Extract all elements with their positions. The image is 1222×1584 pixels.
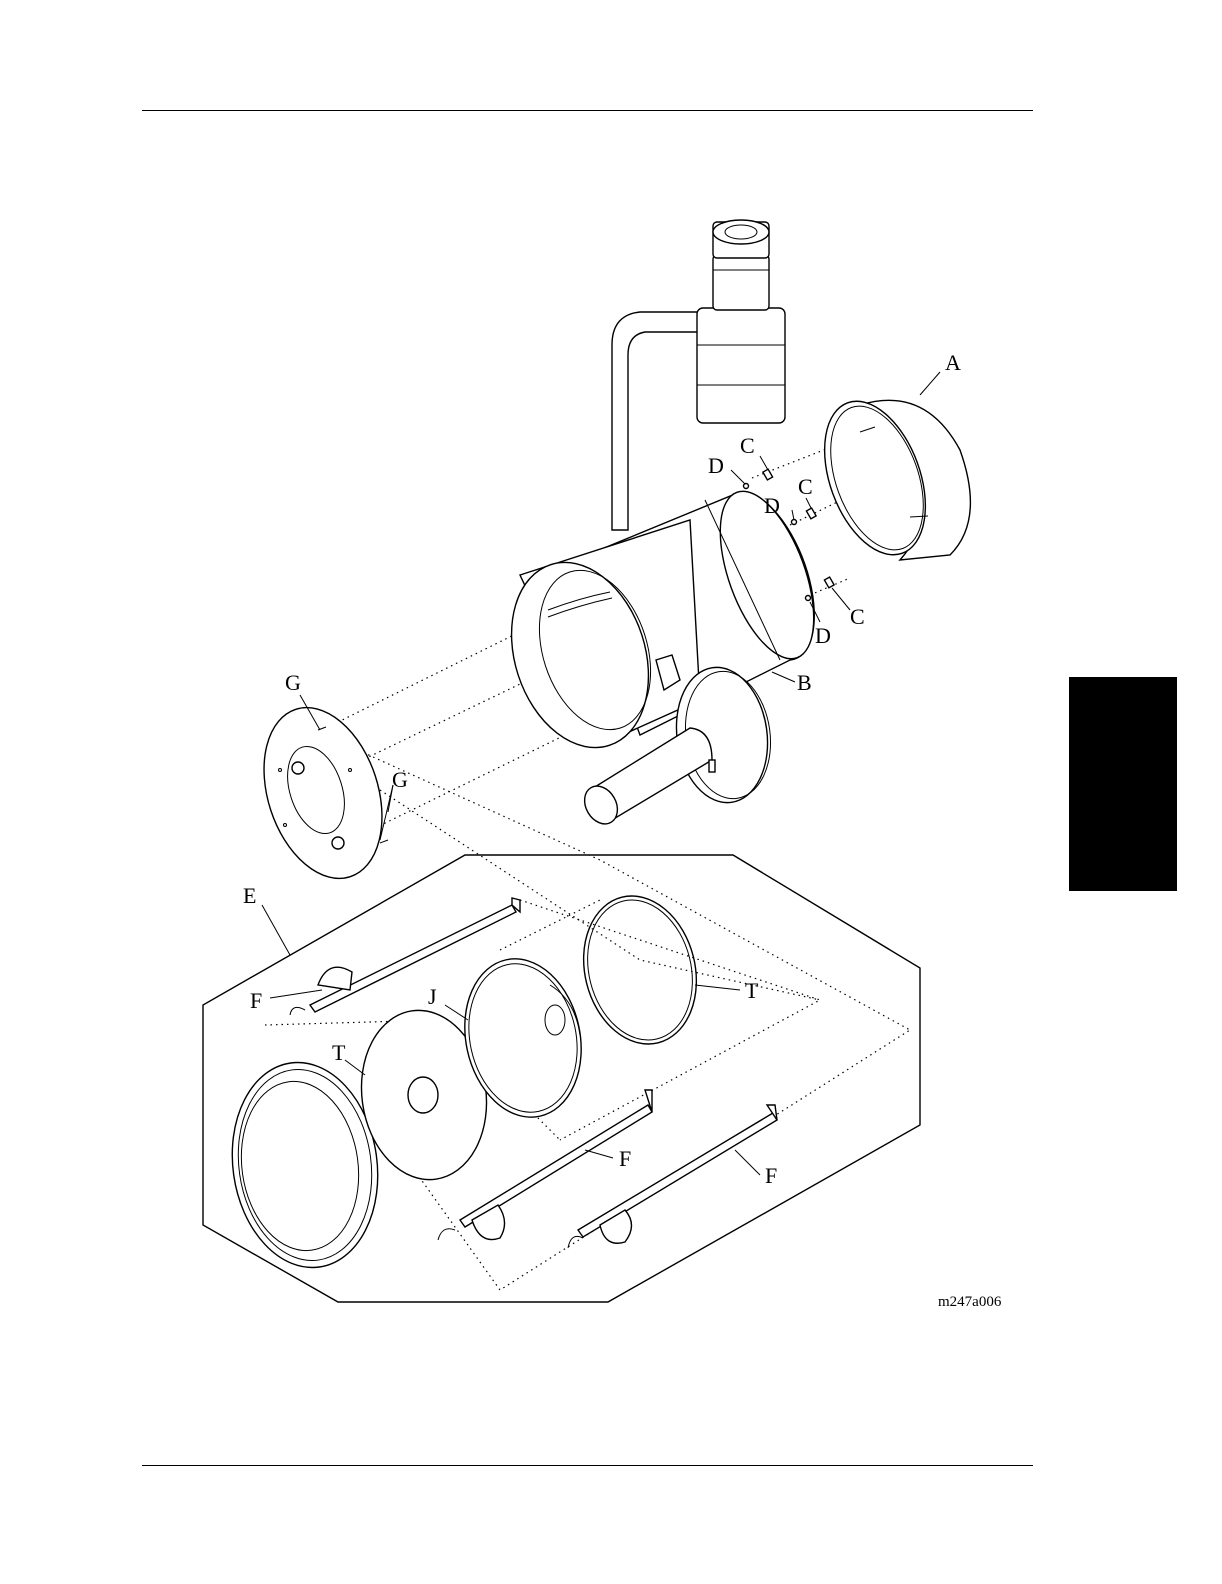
callout-f: F <box>765 1163 777 1188</box>
callout-d: D <box>815 623 831 648</box>
callout-j: J <box>428 984 437 1009</box>
part-g-mounting-plate <box>243 692 402 893</box>
callout-t: T <box>745 978 759 1003</box>
callout-d: D <box>764 493 780 518</box>
part-b-housing <box>489 220 833 830</box>
callout-b: B <box>797 670 812 695</box>
part-a-cover-ring <box>805 387 970 568</box>
callout-c: C <box>850 604 865 629</box>
callout-f: F <box>250 988 262 1013</box>
callout-e: E <box>243 883 256 908</box>
callout-g: G <box>392 767 408 792</box>
callout-t: T <box>332 1040 346 1065</box>
callout-g: G <box>285 670 301 695</box>
callout-a: A <box>945 350 961 375</box>
callout-c: C <box>798 474 813 499</box>
callout-d: D <box>708 453 724 478</box>
part-f-clip-lower <box>568 1105 777 1248</box>
callout-f: F <box>619 1146 631 1171</box>
callout-c: C <box>740 433 755 458</box>
figure-id: m247a006 <box>938 1294 1002 1310</box>
